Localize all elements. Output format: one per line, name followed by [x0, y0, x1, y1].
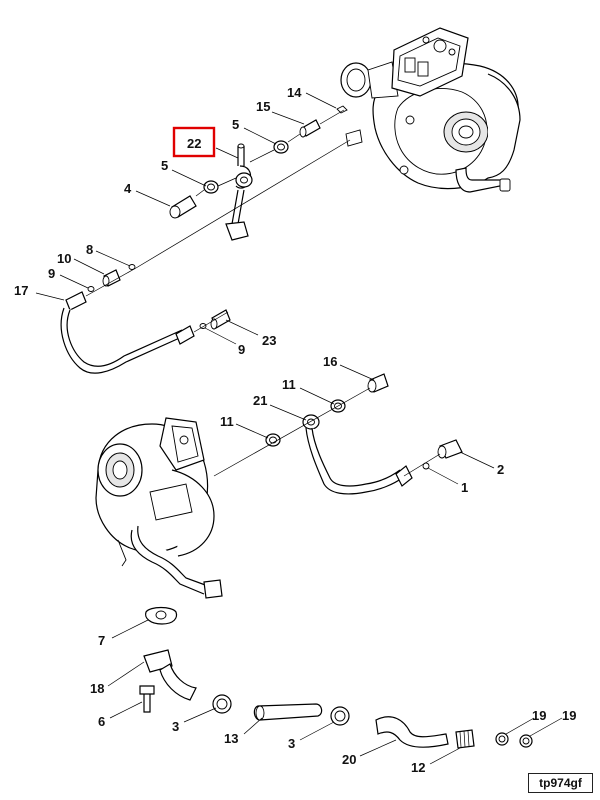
reference-code-label: tp974gf	[528, 773, 593, 793]
callout-22: 22	[187, 136, 201, 151]
callout-11-upper: 11	[282, 377, 296, 392]
callout-11-lower: 11	[220, 414, 234, 429]
callout-3-right: 3	[288, 736, 295, 751]
lower-turbocharger	[95, 417, 223, 599]
callout-2: 2	[497, 462, 504, 477]
assembly-center-lines	[85, 109, 441, 477]
callout-19-right: 19	[562, 708, 576, 723]
callout-18: 18	[90, 681, 104, 696]
callout-21: 21	[253, 393, 267, 408]
callout-19-left: 19	[532, 708, 546, 723]
callout-16: 16	[323, 354, 337, 369]
callout-9-lower: 9	[238, 342, 245, 357]
callout-12: 12	[411, 760, 425, 775]
callout-6: 6	[98, 714, 105, 729]
drain-parts	[139, 606, 533, 749]
callout-15: 15	[256, 99, 270, 114]
callout-14: 14	[287, 85, 302, 100]
callout-13: 13	[224, 731, 238, 746]
callout-10: 10	[57, 251, 71, 266]
upper-turbocharger	[340, 27, 521, 193]
oil-supply-upper	[60, 105, 348, 374]
callout-labels: 22 14 15 5 5 4 8 10 9 17 9 23 16 11 21 1…	[14, 85, 576, 775]
callout-5-upper: 5	[232, 117, 239, 132]
leader-lines	[35, 92, 563, 765]
callout-4: 4	[124, 181, 132, 196]
callout-3-left: 3	[172, 719, 179, 734]
callout-1: 1	[461, 480, 468, 495]
callout-7: 7	[98, 633, 105, 648]
oil-line-lower	[265, 373, 463, 495]
callout-5-lower: 5	[161, 158, 168, 173]
callout-8: 8	[86, 242, 93, 257]
callout-23: 23	[262, 333, 276, 348]
highlight-box	[172, 126, 216, 158]
callout-9-upper: 9	[48, 266, 55, 281]
callout-17: 17	[14, 283, 28, 298]
callout-20: 20	[342, 752, 356, 767]
